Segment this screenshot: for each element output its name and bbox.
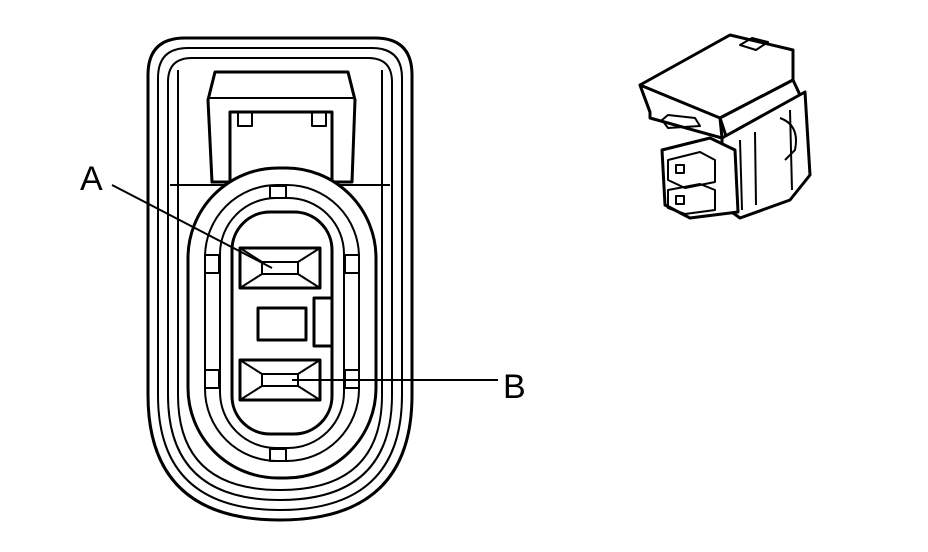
housing-ring-3 bbox=[167, 57, 393, 501]
connector-isometric-view bbox=[638, 33, 812, 220]
housing-outer-ring bbox=[146, 36, 414, 522]
iso-front-face bbox=[660, 136, 740, 220]
center-key bbox=[256, 306, 308, 342]
side-key bbox=[312, 296, 334, 348]
iso-terminal-a bbox=[675, 164, 685, 174]
label-terminal-a: A bbox=[80, 160, 103, 198]
housing-ring-2 bbox=[157, 47, 403, 511]
housing-ring-4 bbox=[177, 70, 383, 491]
label-terminal-b: B bbox=[503, 368, 526, 406]
leader-a bbox=[111, 184, 273, 269]
terminal-a bbox=[238, 246, 322, 290]
iso-terminal-b bbox=[675, 195, 685, 205]
connector-face-view: A B bbox=[80, 36, 526, 522]
